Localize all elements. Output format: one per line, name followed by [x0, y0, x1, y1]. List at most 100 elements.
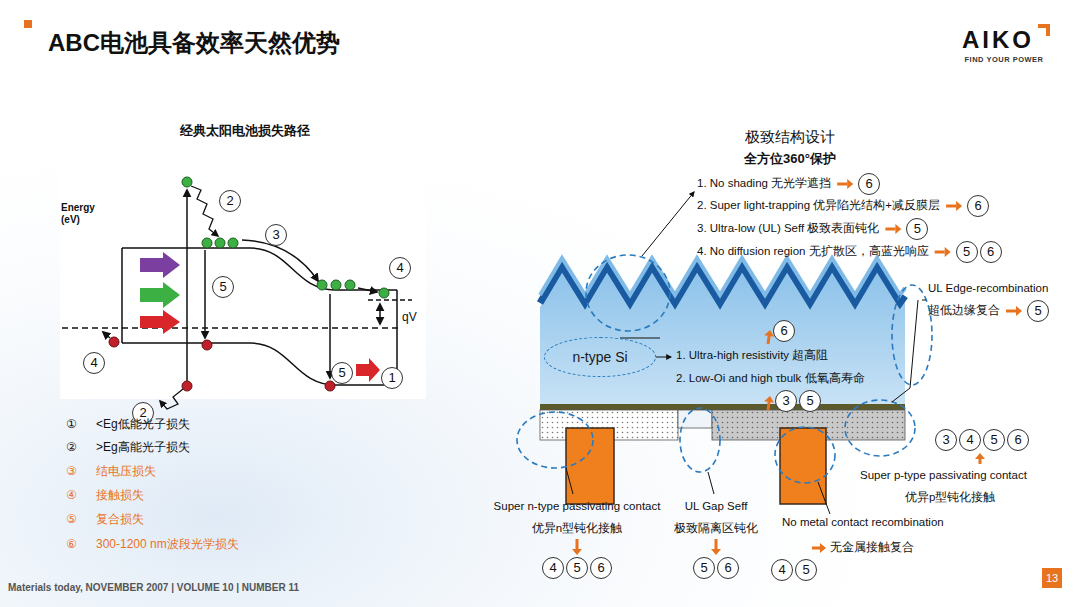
callout-number: 5 [331, 362, 353, 384]
orange-arrow [768, 336, 769, 344]
orange-arrow [715, 539, 718, 549]
orange-arrowhead [956, 201, 962, 211]
shape-circle [228, 238, 238, 248]
legend-number: ⑤ [66, 513, 77, 527]
callout-number: 3 [935, 429, 957, 451]
gap-region [678, 410, 712, 428]
n-metal-contact [566, 428, 614, 504]
logo-mark [1038, 24, 1050, 36]
holes [109, 337, 335, 391]
orange-arrowhead [572, 549, 582, 555]
orange-arrow [946, 205, 956, 208]
leader-lines [566, 192, 926, 514]
page-badge [1042, 568, 1062, 588]
shape-ellipse [680, 408, 720, 472]
orange-arrowhead [945, 247, 951, 257]
edge-note: UL Edge-recombination [928, 282, 1048, 295]
gap-note: 极致隔离区钝化 [674, 522, 758, 535]
shape-path [922, 300, 926, 301]
feature-text: 1. No shading 无光学遮挡 [697, 177, 831, 190]
shape-circle [182, 381, 192, 391]
voltage-arrow [379, 304, 381, 324]
shape-circle [345, 280, 355, 290]
metal-note: No metal contact recombination [782, 516, 944, 529]
legend-text: 结电压损失 [96, 465, 156, 479]
shape-path [818, 482, 830, 514]
focus-circles [517, 255, 932, 483]
orange-arrowhead [820, 543, 826, 553]
transport-arrow [242, 240, 318, 281]
orange-arrowhead [895, 224, 901, 234]
citation: Materials today, NOVEMBER 2007 | VOLUME … [8, 582, 299, 594]
shape-ellipse [517, 412, 593, 468]
passivation-layer [540, 258, 905, 295]
orange-arrowhead [711, 549, 721, 555]
photon [140, 252, 180, 278]
legend-number: ① [66, 418, 77, 432]
callout-number: 6 [590, 557, 612, 579]
shape-ellipse [586, 255, 670, 331]
legend-number: ⑥ [66, 538, 77, 552]
callout-number: 4 [542, 557, 564, 579]
contact-note: 优异p型钝化接触 [905, 491, 995, 504]
shape-circle [202, 238, 212, 248]
orange-arrow [935, 251, 945, 254]
band-edge [122, 248, 397, 385]
callout-number: 5 [212, 276, 234, 298]
shape-path [892, 300, 918, 402]
shape-path [642, 192, 694, 256]
shape-path [620, 338, 660, 339]
contact-note: Super p-type passivating contact [860, 469, 1027, 482]
shape-circle [325, 381, 335, 391]
shape-circle [317, 280, 327, 290]
callout-number: 5 [983, 429, 1005, 451]
callout-number: 5 [795, 559, 817, 581]
orange-arrow [576, 539, 579, 549]
shape-path [566, 468, 573, 494]
feature-text: 3. Ultra-low (UL) Seff 极致表面钝化 [697, 222, 879, 235]
orange-arrow [837, 183, 847, 186]
callout-number: 6 [1007, 429, 1029, 451]
region-ellipse: n-type Si [544, 337, 656, 377]
orange-arrowhead [764, 396, 774, 403]
shape-circle [109, 337, 119, 347]
logo-text: AIKO [962, 26, 1034, 54]
shape-circle [331, 280, 341, 290]
legend-number: ② [66, 441, 77, 455]
shape-circle [379, 288, 389, 298]
photon [140, 310, 180, 334]
recombination-arrow [204, 250, 206, 338]
legend-number: ③ [66, 465, 77, 479]
orange-arrowhead [975, 453, 985, 459]
bulk-note: 1. Ultra-high resistivity 超高阻 [676, 349, 828, 362]
legend-text: 300-1200 nm波段光学损失 [96, 538, 239, 552]
callout-number: 3 [265, 224, 287, 246]
feature-text: 2. Super light-trapping 优异陷光结构+减反膜层 [697, 199, 940, 212]
hole-thermalization [160, 389, 183, 409]
photon [356, 358, 380, 382]
contact-note: 优异n型钝化接触 [532, 522, 622, 535]
region-label: n-type Si [572, 349, 627, 365]
band-diagram [60, 157, 426, 409]
quasi-fermi-level [368, 299, 412, 301]
shape-circle [202, 340, 212, 350]
valence-band [122, 343, 397, 385]
voltage-label: qV [402, 311, 417, 325]
page-number: 13 [1046, 572, 1058, 585]
tagline: FIND YOUR POWER [964, 56, 1043, 65]
orange-arrow [885, 228, 895, 231]
figure-caption: 经典太阳电池损失路径 [180, 124, 310, 139]
electrons [182, 177, 389, 298]
callout-number: 2 [219, 190, 241, 212]
legend-text: <Eg低能光子损失 [96, 418, 190, 432]
orange-arrow [768, 402, 769, 410]
callout-number: 5 [956, 241, 978, 263]
callout-number: 6 [858, 173, 880, 195]
bulk-note: 2. Low-Oi and high τbulk 低氧高寿命 [676, 372, 865, 385]
thermalization-arrow [191, 186, 218, 236]
legend-text: >Eg高能光子损失 [96, 441, 190, 455]
callout-number: 4 [959, 429, 981, 451]
